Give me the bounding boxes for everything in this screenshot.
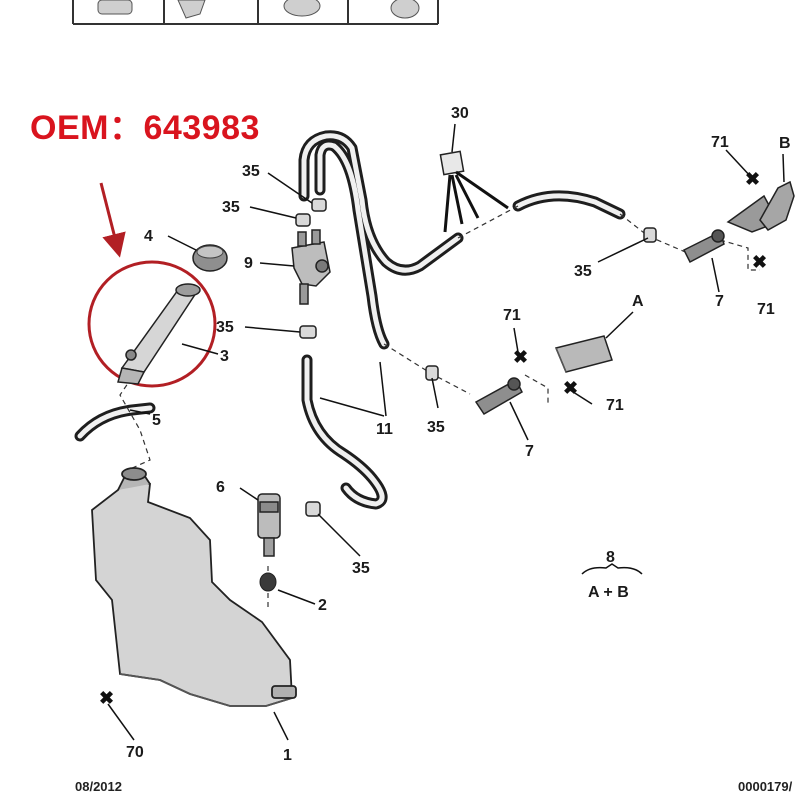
- svg-text:✖: ✖: [99, 688, 114, 708]
- highlight-arrow: [99, 182, 126, 258]
- part-9-valve: [291, 229, 331, 305]
- callout-6: 6: [216, 479, 225, 496]
- part-3-filler-neck: [117, 283, 201, 385]
- part-6-pump: [257, 493, 281, 557]
- callout-b: B: [779, 135, 791, 152]
- callout-labels: 30 35 35 4 9 35 3 5 11 35 6 35 2 1 70 35…: [126, 105, 791, 764]
- callout-7-b: 7: [525, 443, 534, 460]
- callout-7-a: 7: [715, 293, 724, 310]
- callout-2: 2: [318, 597, 327, 614]
- oem-part-number: OEM：643983: [30, 109, 260, 147]
- leader-lines: [107, 123, 785, 741]
- callout-71-a: 71: [711, 134, 729, 151]
- footer-date: 08/2012: [75, 779, 122, 794]
- callout-35-f: 35: [574, 263, 592, 280]
- svg-text:✖: ✖: [513, 347, 528, 367]
- top-table-thumbnails: [97, 0, 420, 19]
- part-4-cap: [192, 244, 228, 272]
- callout-9: 9: [244, 255, 253, 272]
- callout-4: 4: [144, 228, 153, 245]
- callout-5: 5: [152, 412, 161, 429]
- svg-text:✖: ✖: [563, 378, 578, 398]
- group-brace: [581, 563, 643, 575]
- callout-70: 70: [126, 744, 144, 761]
- callout-30: 30: [451, 105, 469, 122]
- top-table-strip: [72, 0, 439, 25]
- svg-text:✖: ✖: [752, 252, 767, 272]
- callout-35-a: 35: [242, 163, 260, 180]
- callout-71-b: 71: [757, 301, 775, 318]
- callout-35-d: 35: [427, 419, 445, 436]
- callout-35-e: 35: [352, 560, 370, 577]
- part-7-nozzle-left: [474, 377, 523, 416]
- callout-35-c: 35: [216, 319, 234, 336]
- part-a-jet-cover: [554, 335, 613, 373]
- part-30-tee: [439, 150, 509, 233]
- callout-71-d: 71: [606, 397, 624, 414]
- part-1-reservoir: [91, 467, 297, 707]
- legend-a-plus-b: A + B: [588, 584, 629, 601]
- callout-3: 3: [220, 348, 229, 365]
- callout-35-b: 35: [222, 199, 240, 216]
- callout-11: 11: [376, 421, 393, 438]
- callout-a: A: [632, 293, 644, 310]
- footer-reference: 0000179/: [738, 779, 793, 794]
- grommets-35: [295, 198, 657, 517]
- part-2-grommet: [259, 572, 277, 592]
- highlight-circle: [87, 260, 217, 388]
- part-b-jet-cover: [759, 180, 795, 231]
- callout-8: 8: [606, 549, 615, 566]
- callout-71-c: 71: [503, 307, 521, 324]
- callout-1: 1: [283, 747, 292, 764]
